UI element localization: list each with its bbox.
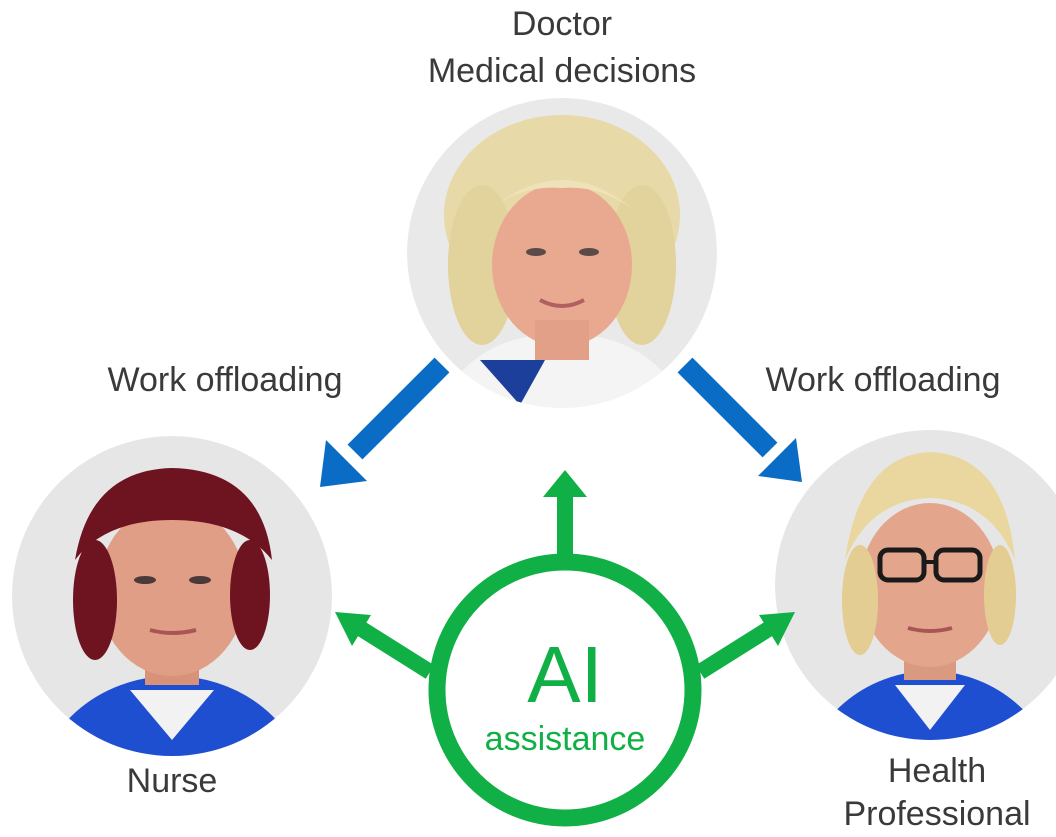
right-offload-label: Work offloading: [765, 361, 1001, 399]
health-professional-label-line1: Health: [887, 752, 987, 790]
ai-subtitle: assistance: [485, 720, 646, 758]
nurse-photo: [12, 436, 332, 756]
ai-arrow-left: [335, 612, 435, 679]
doctor-title: Doctor: [511, 5, 613, 43]
doctor-photo: [407, 98, 717, 408]
ai-arrow-right: [695, 612, 795, 679]
ai-assistance-circle: [428, 553, 702, 827]
offload-arrow-left: [320, 357, 450, 487]
nurse-label: Nurse: [126, 762, 218, 800]
ai-title: AI: [527, 630, 603, 719]
health-professional-photo: [775, 430, 1056, 740]
ai-arrow-up: [543, 470, 587, 562]
left-offload-label: Work offloading: [107, 361, 343, 399]
health-professional-label-line2: Professional: [843, 795, 1031, 833]
doctor-subtitle: Medical decisions: [427, 52, 697, 90]
offload-arrow-right: [677, 357, 802, 482]
